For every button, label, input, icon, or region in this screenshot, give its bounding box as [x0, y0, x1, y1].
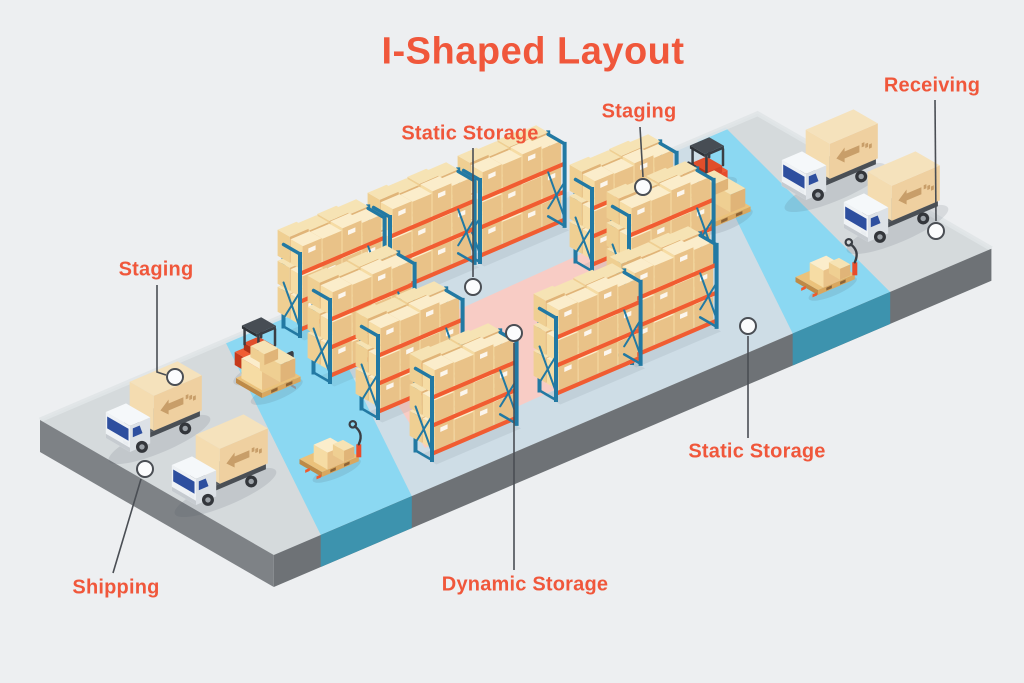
- page-title: I-Shaped Layout: [381, 30, 685, 73]
- label-static-storage-top: Static Storage: [401, 122, 539, 145]
- leader-dot-staging-top: [634, 178, 652, 196]
- delivery-truck: [105, 361, 211, 465]
- label-static-storage-right: Static Storage: [688, 440, 826, 463]
- label-staging-left: Staging: [118, 258, 194, 281]
- label-staging-top: Staging: [601, 100, 677, 123]
- delivery-truck: [843, 151, 949, 255]
- delivery-truck: [781, 109, 887, 213]
- leader-static-storage-top: [464, 148, 482, 296]
- leader-staging-top: [634, 126, 652, 196]
- leader-dot-static-storage-top: [464, 278, 482, 296]
- leader-shipping: [112, 460, 154, 574]
- leader-dot-receiving: [927, 222, 945, 240]
- storage-rack: [409, 323, 521, 465]
- leader-receiving: [927, 99, 945, 240]
- label-receiving: Receiving: [883, 74, 981, 97]
- staging-left-side: [320, 496, 412, 567]
- leader-dot-shipping: [136, 460, 154, 478]
- leader-static-storage-right: [739, 317, 757, 438]
- pallet-jack: [795, 237, 858, 301]
- platform-side-left: [40, 420, 274, 587]
- leader-staging-left: [156, 285, 184, 386]
- leader-dot-dynamic-storage: [505, 324, 523, 342]
- staging-right-side: [792, 291, 891, 366]
- zone-shipping-dock: [40, 341, 321, 555]
- leader-dynamic-storage: [505, 324, 523, 570]
- delivery-truck: [171, 414, 277, 518]
- label-shipping: Shipping: [72, 576, 160, 599]
- leader-dot-staging-left: [166, 368, 184, 386]
- leader-dot-static-storage-right: [739, 317, 757, 335]
- label-dynamic-storage: Dynamic Storage: [441, 573, 609, 596]
- storage-rack: [533, 263, 645, 405]
- pallet-jack: [299, 419, 362, 483]
- loaded-pallet: [236, 340, 303, 405]
